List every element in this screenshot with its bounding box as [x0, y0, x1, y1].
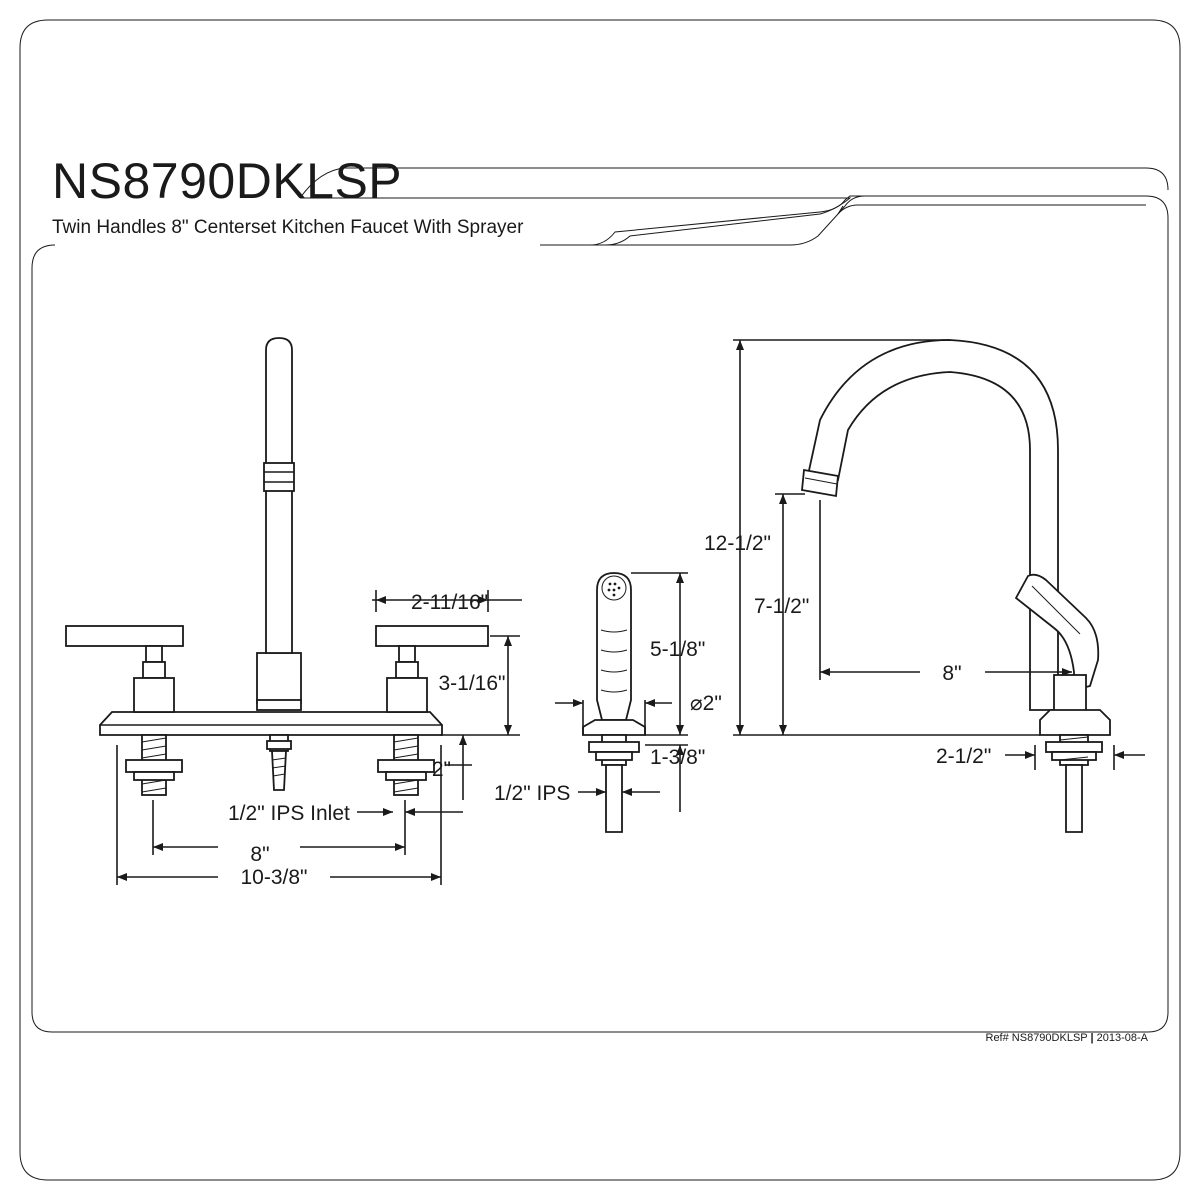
dim-sprayer-base-dia: ⌀2" — [690, 692, 722, 715]
left-handle-lever — [65, 625, 184, 647]
deck-plate — [99, 711, 443, 736]
dim-sprayer-shank: 1-3/8" — [650, 746, 705, 769]
left-handle-body — [133, 677, 175, 713]
spout-tube — [265, 337, 293, 654]
reference-number: Ref# NS8790DKLSP — [985, 1032, 1088, 1044]
model-description: Twin Handles 8" Centerset Kitchen Faucet… — [52, 217, 524, 238]
dim-sprayer-thread: 1/2" IPS — [494, 782, 570, 805]
right-handle-stem — [398, 645, 416, 663]
left-handle-stem — [145, 645, 163, 663]
spout-ring — [263, 462, 295, 492]
dim-handle-height: 3-1/16" — [439, 672, 506, 695]
front-view — [65, 337, 522, 885]
right-handle-lever — [375, 625, 489, 647]
spout-collar — [256, 699, 302, 711]
spout-base — [256, 652, 302, 704]
revision-code: 2013-08-A — [1096, 1032, 1148, 1044]
right-handle-body — [386, 677, 428, 713]
top-tab-frame — [300, 197, 852, 246]
dim-sprayer-height: 5-1/8" — [650, 638, 705, 661]
outer-frame — [19, 19, 1181, 1181]
dim-shank-length: 2" — [432, 758, 451, 781]
sprayer-body — [596, 572, 632, 721]
left-handle-neck — [142, 661, 166, 679]
sprayer-base — [582, 719, 646, 736]
sprayer-view — [555, 572, 688, 833]
dim-spout-reach: 8" — [942, 662, 961, 685]
dim-total-height: 12-1/2" — [704, 532, 771, 555]
dim-handle-width: 2-11/16" — [411, 591, 488, 614]
gooseneck-spout — [806, 339, 1059, 711]
center-connector — [266, 734, 292, 791]
dim-overall-width: 10-3/8" — [241, 866, 308, 889]
side-view — [733, 339, 1145, 833]
dim-inlet: 1/2" IPS Inlet — [228, 802, 350, 825]
dim-spout-clearance: 7-1/2" — [754, 595, 809, 618]
dim-center-spacing: 8" — [250, 843, 269, 866]
model-title: NS8790DKLSP — [52, 153, 403, 209]
tab-frame-edge — [540, 204, 1146, 246]
side-sprayer — [1014, 573, 1100, 692]
reference-separator: | — [1090, 1032, 1094, 1044]
right-shank — [377, 734, 435, 796]
dim-base-depth: 2-1/2" — [936, 745, 991, 768]
right-handle-neck — [395, 661, 419, 679]
top-tab-line — [589, 195, 1146, 246]
top-tab-line-2 — [299, 167, 1169, 199]
left-shank — [125, 734, 183, 796]
reference-footer: Ref# NS8790DKLSP | 2013-08-A — [986, 1032, 1149, 1044]
